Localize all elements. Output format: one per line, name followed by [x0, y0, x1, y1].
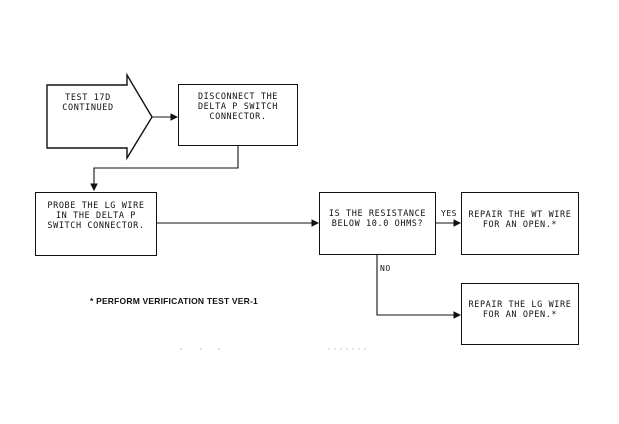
repair-lg-line-1: REPAIR THE LG WIRE	[468, 300, 572, 310]
repair-wt-line-1: REPAIR THE WT WIRE	[468, 210, 572, 220]
verification-footnote: * PERFORM VERIFICATION TEST VER-1	[90, 296, 258, 306]
probe-lg-wire-label: PROBE THE LG WIRE IN THE DELTA P SWITCH …	[35, 201, 157, 231]
repair-wt-line-2: FOR AN OPEN.*	[482, 220, 558, 230]
probe-line-1: PROBE THE LG WIRE	[47, 201, 145, 211]
start-line-1: TEST 17D	[65, 93, 111, 103]
no-label: NO	[380, 264, 391, 273]
resistance-decision-box	[319, 192, 436, 255]
decision-line-2: BELOW 10.0 OHMS?	[331, 219, 424, 229]
disconnect-line-2: DELTA P SWITCH	[197, 102, 279, 112]
disconnect-line-3: CONNECTOR.	[209, 112, 267, 122]
repair-wt-wire-box	[461, 192, 579, 255]
probe-line-2: IN THE DELTA P	[55, 211, 137, 221]
decision-line-1: IS THE RESISTANCE	[328, 209, 427, 219]
disconnect-connector-label: DISCONNECT THE DELTA P SWITCH CONNECTOR.	[178, 92, 298, 122]
repair-lg-wire-box	[461, 283, 579, 345]
disconnect-connector-box	[178, 84, 298, 146]
start-line-2: CONTINUED	[62, 103, 114, 113]
repair-lg-line-2: FOR AN OPEN.*	[482, 310, 558, 320]
repair-wt-wire-label: REPAIR THE WT WIRE FOR AN OPEN.*	[461, 210, 579, 230]
start-node-label: TEST 17D CONTINUED	[52, 93, 124, 113]
yes-label: YES	[441, 209, 457, 218]
disconnect-line-1: DISCONNECT THE	[197, 92, 279, 102]
probe-line-3: SWITCH CONNECTOR.	[47, 221, 145, 231]
repair-lg-wire-label: REPAIR THE LG WIRE FOR AN OPEN.*	[461, 300, 579, 320]
probe-lg-wire-box	[35, 192, 157, 256]
edge-decision-no	[376, 255, 462, 319]
start-arrow-shape	[46, 72, 153, 161]
resistance-decision-label: IS THE RESISTANCE BELOW 10.0 OHMS?	[319, 209, 436, 229]
edge-disconnect-to-probe	[90, 146, 239, 192]
